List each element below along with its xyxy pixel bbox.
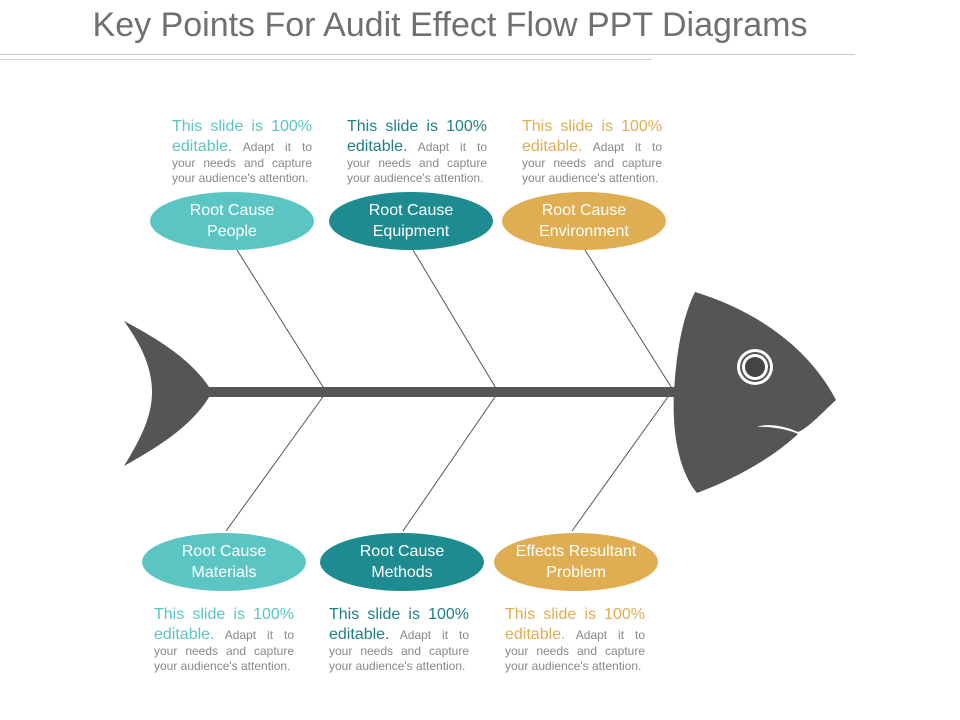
cause-label-line1: Root Cause [359, 543, 445, 560]
cause-label-line1: Effects Resultant [515, 543, 637, 560]
cause-label-line2: Equipment [372, 223, 450, 240]
cause-label-line2: Materials [191, 564, 257, 581]
divider-line [0, 54, 855, 55]
note-body: Adapt it to your needs and capture your … [505, 627, 645, 673]
bone-problem [571, 393, 671, 532]
note-equipment: This slide is 100% editable. Adapt it to… [347, 117, 487, 185]
note-materials: This slide is 100% editable. Adapt it to… [154, 605, 294, 673]
fish-tail [124, 321, 212, 466]
bone-methods [402, 393, 498, 532]
note-body: Adapt it to your needs and capture your … [329, 627, 469, 673]
note-lead: This slide is 100% editable. [347, 118, 487, 155]
note-lead: This slide is 100% editable. [154, 606, 294, 643]
fish-head [673, 292, 836, 493]
cause-label-line1: Root Cause [541, 202, 627, 219]
note-body: Adapt it to your needs and capture your … [522, 139, 662, 185]
bone-people [236, 249, 326, 391]
bone-equipment [412, 249, 498, 391]
note-lead: This slide is 100% editable. [505, 606, 645, 643]
note-body: Adapt it to your needs and capture your … [172, 139, 312, 185]
fish-spine [205, 387, 685, 397]
note-body: Adapt it to your needs and capture your … [154, 627, 294, 673]
note-lead: This slide is 100% editable. [522, 118, 662, 155]
note-body: Adapt it to your needs and capture your … [347, 139, 487, 185]
cause-label-line1: Root Cause [189, 202, 275, 219]
bone-environment [584, 249, 674, 391]
bone-materials [225, 393, 326, 532]
cause-label-line2: Environment [539, 223, 629, 240]
divider-line-secondary [0, 59, 652, 60]
fish-eye-pupil [745, 357, 765, 377]
note-methods: This slide is 100% editable. Adapt it to… [329, 605, 469, 673]
cause-label-line2: Methods [371, 564, 433, 581]
note-problem: This slide is 100% editable. Adapt it to… [505, 605, 645, 673]
cause-label-line2: People [207, 223, 257, 240]
note-environment: This slide is 100% editable. Adapt it to… [522, 117, 662, 185]
cause-label-line1: Root Cause [368, 202, 454, 219]
note-people: This slide is 100% editable. Adapt it to… [172, 117, 312, 185]
note-lead: This slide is 100% editable. [172, 118, 312, 155]
note-lead: This slide is 100% editable. [329, 606, 469, 643]
cause-label-line2: Problem [546, 564, 606, 581]
slide-title: Key Points For Audit Effect Flow PPT Dia… [92, 6, 808, 44]
cause-label-line1: Root Cause [181, 543, 267, 560]
